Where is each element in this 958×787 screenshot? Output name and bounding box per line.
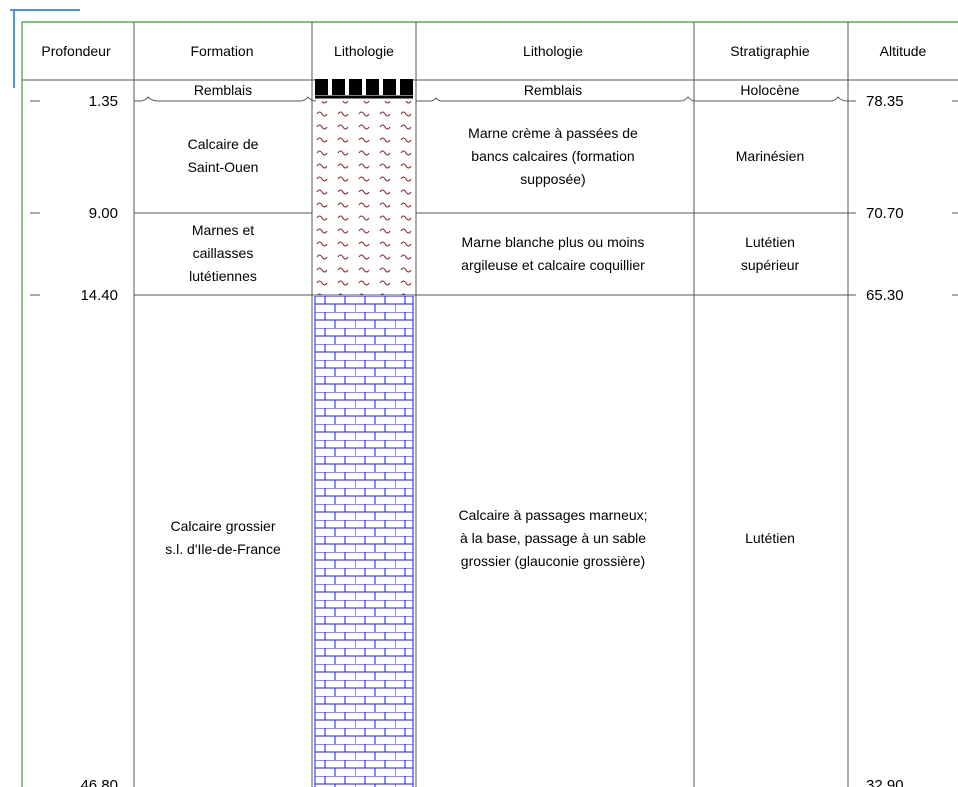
stratigraphy-lutetien: Lutétien (745, 530, 795, 546)
depth-label: 9.00 (89, 205, 118, 222)
description-calcaire-grossier-line: grossier (glauconie grossière) (461, 553, 645, 569)
lithology-column (314, 79, 414, 787)
header-stratigraphie: Stratigraphie (730, 43, 810, 59)
formation-caillasses-line: Marnes et (192, 222, 254, 238)
description-caillasses-line: Marne blanche plus ou moins (462, 234, 645, 250)
boundary-remblais-formation (134, 96, 317, 102)
litho-remblais-pattern (315, 79, 413, 99)
description-saint-ouen-line: Marne crème à passées de (468, 125, 638, 141)
formation-saint-ouen-line: Calcaire de (188, 136, 259, 152)
header-profondeur: Profondeur (41, 43, 111, 59)
stratigraphy-marinesien: Marinésien (736, 148, 804, 164)
boundary-remblais-right (416, 96, 849, 102)
formation-saint-ouen-line: Saint-Ouen (188, 159, 259, 175)
description-calcaire-grossier-line: à la base, passage à un sable (460, 530, 646, 546)
altitude-label: 78.35 (866, 93, 904, 110)
stratigraphy-lutetien-superieur-line: Lutétien (745, 234, 795, 250)
header-lithologie-column: Lithologie (334, 43, 394, 59)
altitude-label: 32.90 (866, 777, 904, 787)
litho-marl-pattern (315, 101, 413, 295)
depth-label: 1.35 (89, 93, 118, 110)
formation-caillasses-line: caillasses (193, 245, 254, 261)
formation-calcaire-grossier-line: Calcaire grossier (170, 518, 275, 534)
altitude-label: 70.70 (866, 205, 904, 222)
formation-remblais: Remblais (194, 82, 252, 98)
depth-label: 14.40 (80, 287, 118, 304)
litho-limestone-pattern (315, 296, 413, 787)
formation-caillasses-line: lutétiennes (189, 268, 257, 284)
stratigraphy-lutetien-superieur-line: supérieur (741, 257, 800, 273)
description-saint-ouen-line: supposée) (520, 171, 585, 187)
description-calcaire-grossier-line: Calcaire à passages marneux; (458, 507, 647, 523)
formation-calcaire-grossier-line: s.l. d'Ile-de-France (165, 541, 281, 557)
description-saint-ouen-line: bancs calcaires (formation (471, 148, 634, 164)
description-caillasses-line: argileuse et calcaire coquillier (461, 257, 645, 273)
depth-label: 46.80 (80, 777, 118, 787)
header-lithologie-description: Lithologie (523, 43, 583, 59)
header-formation: Formation (190, 43, 253, 59)
stratigraphy-remblais: Holocène (740, 82, 799, 98)
altitude-label: 65.30 (866, 287, 904, 304)
header-altitude: Altitude (880, 43, 927, 59)
description-remblais: Remblais (524, 82, 582, 98)
